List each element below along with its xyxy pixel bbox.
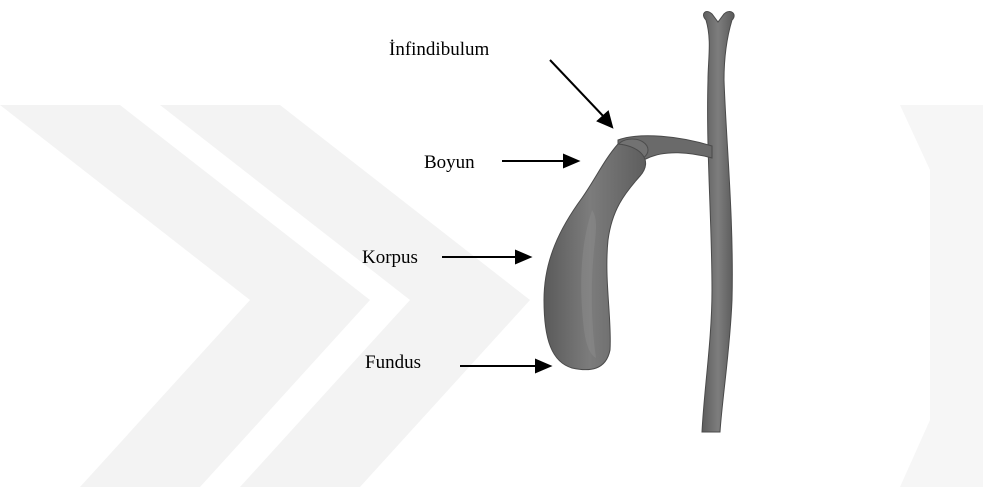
bile-duct	[702, 12, 734, 432]
gallbladder-sac	[544, 144, 646, 370]
infundibulum-label: İnfindibulum	[389, 40, 489, 59]
arrow-fundus	[460, 360, 550, 372]
fundus-label: Fundus	[365, 353, 421, 372]
neck-label: Boyun	[424, 153, 475, 172]
body-label: Korpus	[362, 248, 418, 267]
arrow-neck	[502, 155, 578, 167]
arrow-infundibulum	[550, 60, 612, 127]
arrow-body	[442, 251, 530, 263]
